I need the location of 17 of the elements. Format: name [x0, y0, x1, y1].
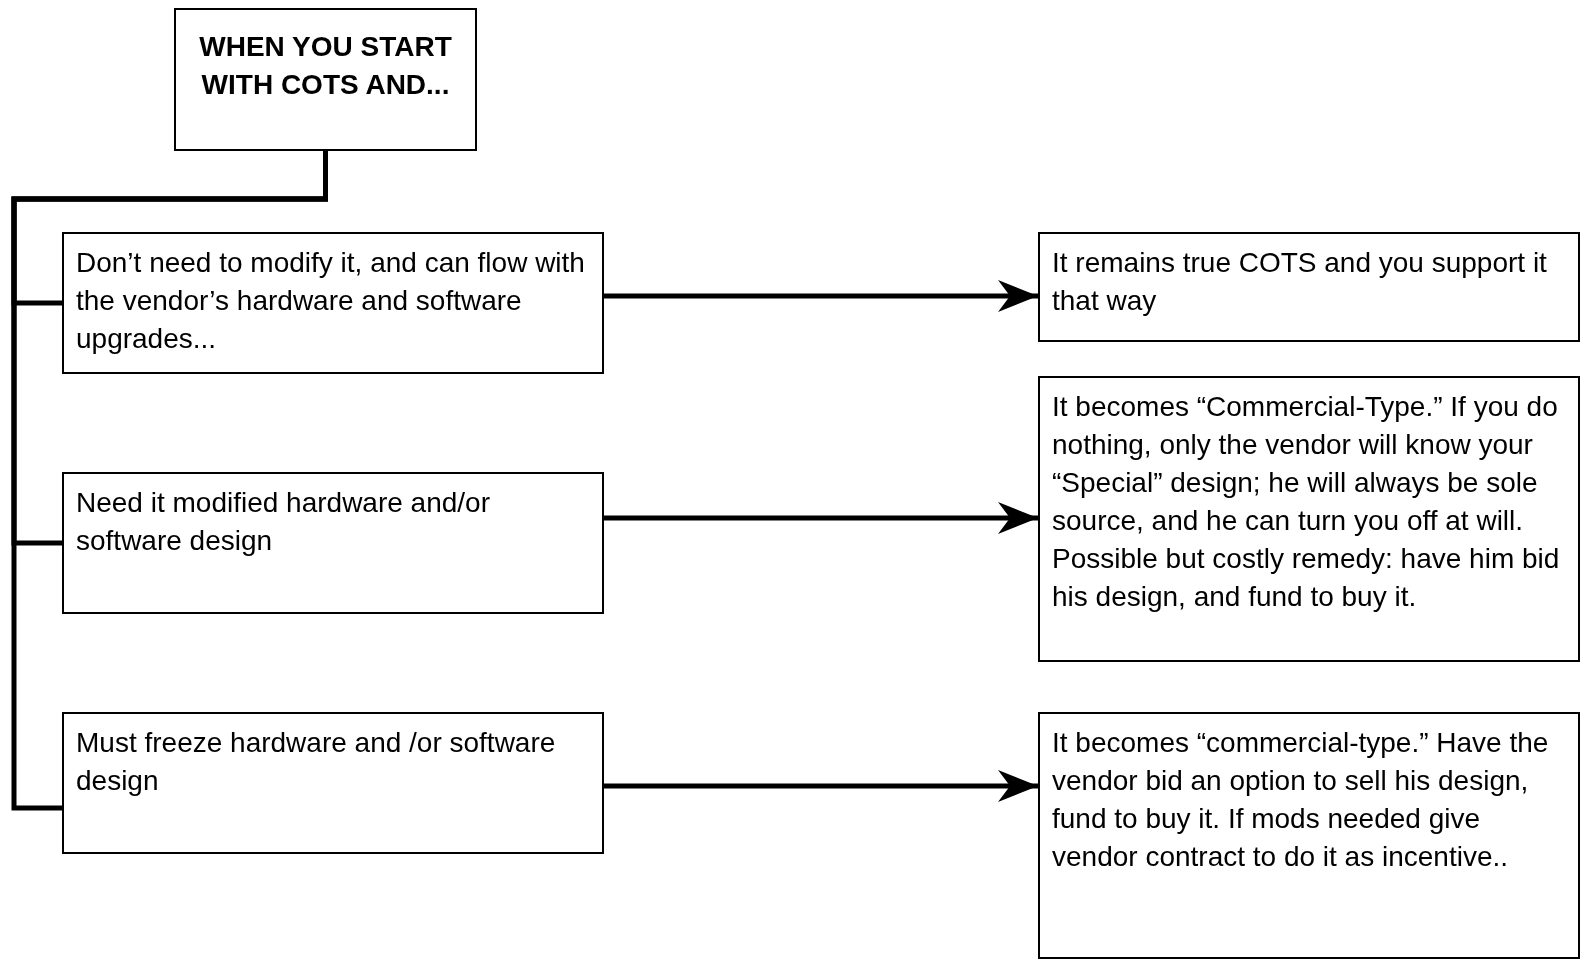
process-box [62, 472, 604, 614]
box-text: Don’t need to modify it, and can flow with the vendor’s hardware and software upgrades... [76, 246, 586, 356]
box-text: Need it modified hardware and/or software design [76, 486, 491, 558]
box-text: It remains true COTS and you support it that way [1052, 246, 1548, 318]
arrow [604, 770, 1038, 802]
box-text: It becomes “Commercial-Type.” If you do nothing, only the vendor will know your “Special” design; he will always be sole source, and he can turn you off at will. Possible but costly remedy: have him bid his design, and fund to buy it. [1052, 390, 1561, 614]
arrow [604, 502, 1038, 534]
start-box [174, 8, 477, 151]
process-box [62, 712, 604, 854]
process-box [62, 232, 604, 374]
box-text: It becomes “commercial-type.” Have the vendor bid an option to sell his design, fund to buy it. If mods needed give vendor contract to do it as incentive.. [1052, 726, 1550, 874]
process-box [1038, 712, 1580, 959]
box-text: WHEN YOU START WITH COTS AND... [198, 30, 453, 102]
arrow [604, 280, 1038, 312]
process-box [1038, 376, 1580, 662]
process-box [1038, 232, 1580, 342]
box-text: Must freeze hardware and /or software design [76, 726, 557, 798]
